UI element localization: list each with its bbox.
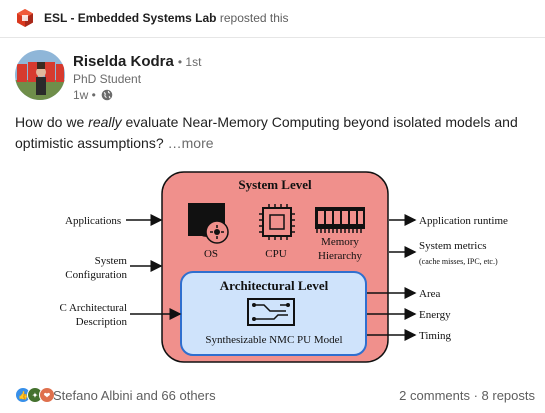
reaction-icons[interactable]: 👍 ✦ ❤ (15, 387, 55, 403)
repost-org-name[interactable]: ESL - Embedded Systems Lab (44, 11, 217, 25)
nmc-pu-model-label: Synthesizable NMC PU Model (205, 334, 342, 346)
memory-label-line2: Hierarchy (318, 250, 362, 262)
output-energy: Energy (419, 309, 451, 321)
avatar[interactable] (15, 50, 65, 100)
cpu-icon (259, 204, 295, 240)
cpu-label: CPU (265, 248, 286, 260)
see-more-link[interactable]: …more (167, 135, 214, 151)
repost-text: ESL - Embedded Systems Lab reposted this (44, 11, 289, 25)
post-text-start: How do we (15, 114, 89, 130)
esl-logo-icon[interactable] (15, 8, 35, 28)
input-system-config-line2: Configuration (65, 269, 127, 281)
repost-bar: ESL - Embedded Systems Lab reposted this (0, 0, 545, 37)
output-area: Area (419, 288, 440, 300)
author-name[interactable]: Riselda Kodra• 1st (73, 53, 201, 70)
author-headline: PhD Student (73, 72, 142, 86)
os-icon (188, 203, 229, 244)
post-text-end: evaluate Near-Memory Computing beyond is… (15, 114, 518, 151)
connection-degree: • 1st (177, 55, 202, 69)
output-app-runtime: Application runtime (419, 215, 508, 227)
input-nmc-desc-line1: NMC Architectural (60, 302, 127, 314)
os-label: OS (204, 248, 218, 260)
comments-reposts-count[interactable]: 2 comments · 8 reposts (399, 388, 535, 403)
post-diagram[interactable]: System Level OS CPU Memory Hier (42, 168, 530, 368)
system-level-title: System Level (238, 177, 312, 192)
post-time: 1w • (73, 88, 113, 102)
post-text: How do we really evaluate Near-Memory Co… (15, 112, 535, 154)
circuit-board-icon (247, 298, 295, 326)
globe-icon (101, 89, 113, 101)
output-timing: Timing (419, 330, 452, 342)
love-icon: ❤ (39, 387, 55, 403)
divider (0, 37, 545, 38)
architectural-level-title: Architectural Level (220, 278, 329, 293)
output-system-metrics: System metrics (419, 240, 487, 252)
repost-action: reposted this (219, 11, 289, 25)
reactions-count[interactable]: Stefano Albini and 66 others (53, 388, 216, 403)
memory-icon (315, 207, 365, 233)
post-time-text: 1w • (73, 88, 96, 102)
input-system-config-line1: System (95, 255, 128, 267)
author-name-text[interactable]: Riselda Kodra (73, 53, 174, 70)
input-applications: Applications (65, 215, 121, 227)
input-nmc-desc-line2: Description (76, 316, 128, 328)
output-system-metrics-note: (cache misses, IPC, etc.) (419, 257, 498, 266)
post-text-italic: really (88, 114, 122, 130)
social-counts-bar: 👍 ✦ ❤ Stefano Albini and 66 others 2 com… (15, 386, 535, 406)
memory-label-line1: Memory (321, 236, 359, 248)
